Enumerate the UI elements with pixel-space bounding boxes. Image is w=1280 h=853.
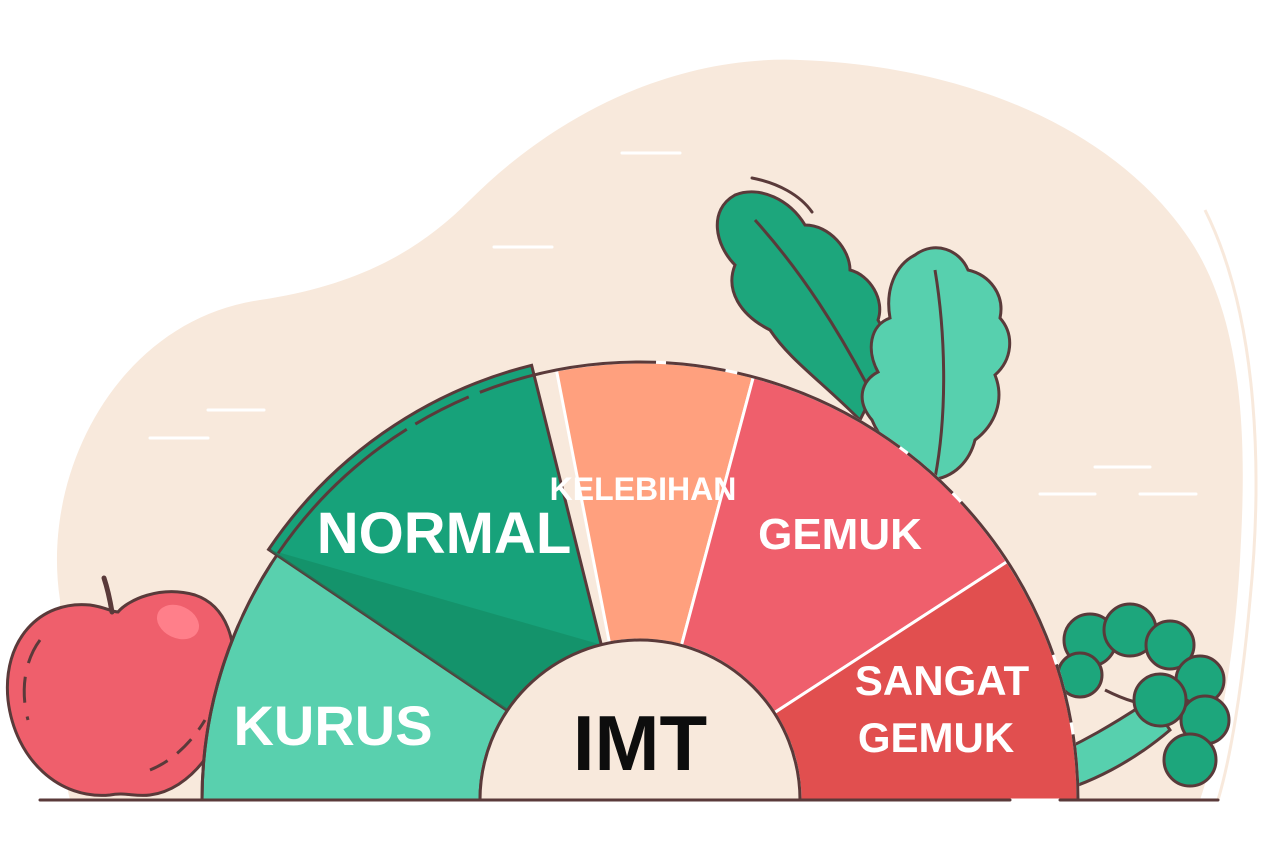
segment-label-sangat-gemuk-line1: SANGAT — [855, 657, 1030, 704]
background-blob-outline — [1203, 209, 1258, 801]
segment-label-kurus: KURUS — [233, 694, 432, 757]
gauge-outer-arc — [200, 360, 1080, 801]
segment-label-normal: NORMAL — [317, 501, 572, 566]
apple-icon — [5, 575, 236, 797]
bmi-gauge: IMT KURUS NORMAL KELEBIHAN GEMUK SANGAT … — [200, 360, 1080, 802]
segment-label-sangat-gemuk-line2: GEMUK — [858, 714, 1014, 761]
gauge-hub — [478, 638, 802, 802]
lettuce-leaf-icon — [715, 176, 1012, 482]
gauge-segment-normal-shadow — [268, 549, 602, 711]
background-dashes — [148, 151, 1198, 496]
gauge-center-label: IMT — [573, 699, 707, 787]
segment-label-kelebihan: KELEBIHAN — [550, 471, 737, 507]
broccoli-icon — [1027, 602, 1231, 797]
segment-label-gemuk: GEMUK — [758, 510, 922, 559]
